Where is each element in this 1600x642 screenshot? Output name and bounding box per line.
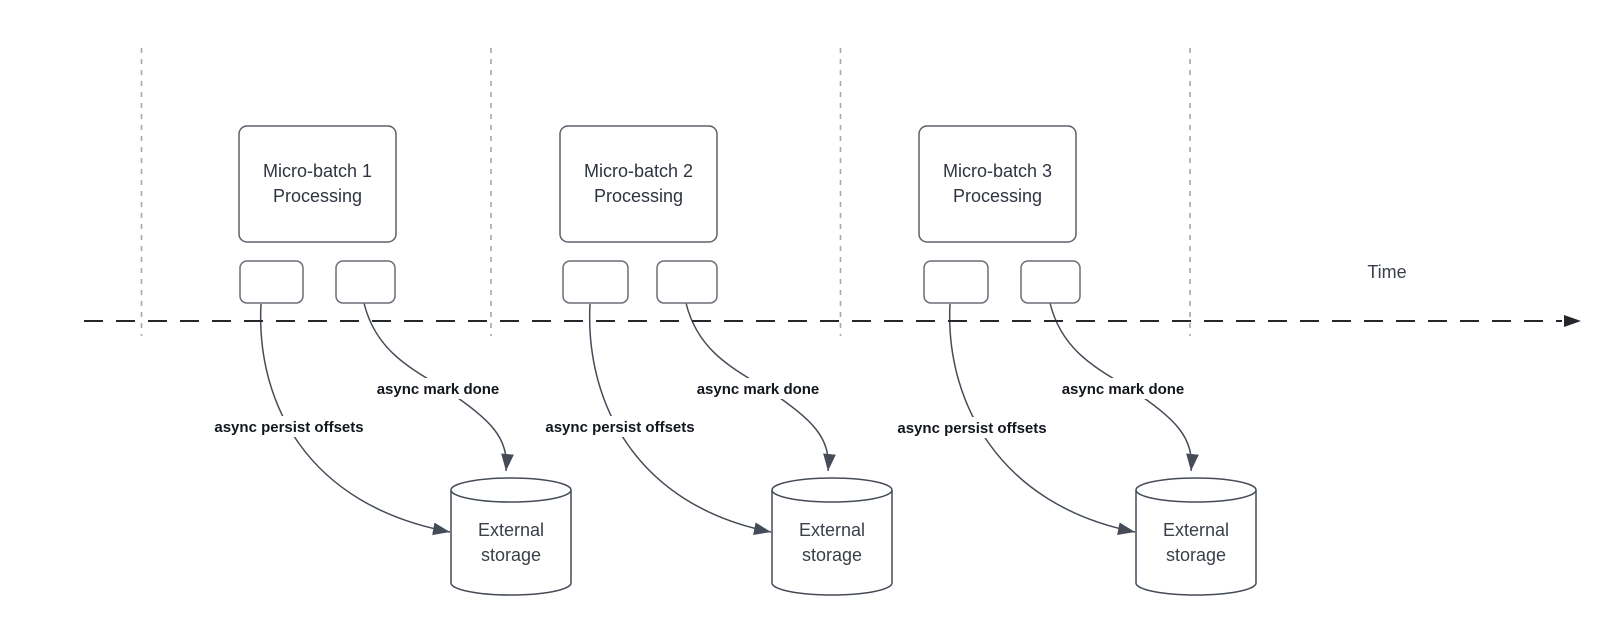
storage-label-line2-1: storage (481, 545, 541, 565)
time-axis-label: Time (1367, 262, 1406, 282)
persist-label-mask-2 (530, 416, 710, 437)
done-task-box-1 (335, 260, 396, 304)
persist-offsets-arrow-1 (259, 303, 451, 536)
mark-done-label-3: async mark done (1062, 381, 1185, 398)
timeline-arrowhead-icon (1564, 315, 1581, 327)
done-label-mask-1 (363, 378, 513, 399)
storage-cylinder-top-2 (771, 477, 893, 503)
offset-task-box-1 (239, 260, 304, 304)
storage-cylinder-body-3 (1135, 490, 1257, 596)
microbatch-3-group: Micro-batch 3 Processing External storag… (882, 125, 1257, 596)
persist-offsets-label-1: async persist offsets (214, 419, 363, 436)
storage-label-line2-2: storage (802, 545, 862, 565)
storage-label-line1-2: External (799, 520, 865, 540)
microbatch-3-label-line2: Processing (953, 186, 1042, 206)
microbatch-2-label-line2: Processing (594, 186, 683, 206)
done-task-box-3 (1020, 260, 1081, 304)
microbatch-2-label-line1: Micro-batch 2 (584, 161, 693, 181)
microbatch-2-process-box (559, 125, 718, 243)
storage-label-line1-3: External (1163, 520, 1229, 540)
offset-task-box-2 (562, 260, 629, 304)
storage-cylinder-top-3 (1135, 477, 1257, 503)
mark-done-label-1: async mark done (377, 381, 500, 398)
mark-done-label-2: async mark done (697, 381, 820, 398)
persist-offsets-label-3: async persist offsets (897, 420, 1046, 437)
persist-offsets-label-2: async persist offsets (545, 419, 694, 436)
done-task-box-2 (656, 260, 718, 304)
done-label-mask-2 (683, 378, 833, 399)
storage-cylinder-body-2 (771, 490, 893, 596)
persist-offsets-arrow-2 (588, 303, 772, 535)
offset-task-box-3 (923, 260, 989, 304)
storage-cylinder-body-1 (450, 490, 572, 596)
microbatch-1-group: Micro-batch 1 Processing External storag… (199, 125, 572, 596)
persist-label-mask-1 (199, 416, 379, 437)
storage-label-line2-3: storage (1166, 545, 1226, 565)
microbatch-3-label-line1: Micro-batch 3 (943, 161, 1052, 181)
microbatch-1-label-line2: Processing (273, 186, 362, 206)
persist-offsets-arrow-3 (948, 303, 1136, 535)
persist-label-mask-3 (882, 417, 1062, 438)
storage-cylinder-top-1 (450, 477, 572, 503)
storage-label-line1-1: External (478, 520, 544, 540)
microbatch-1-process-box (238, 125, 397, 243)
done-label-mask-3 (1048, 378, 1198, 399)
microbatch-3-process-box (918, 125, 1077, 243)
microbatch-1-label-line1: Micro-batch 1 (263, 161, 372, 181)
microbatch-2-group: Micro-batch 2 Processing External storag… (530, 125, 893, 596)
